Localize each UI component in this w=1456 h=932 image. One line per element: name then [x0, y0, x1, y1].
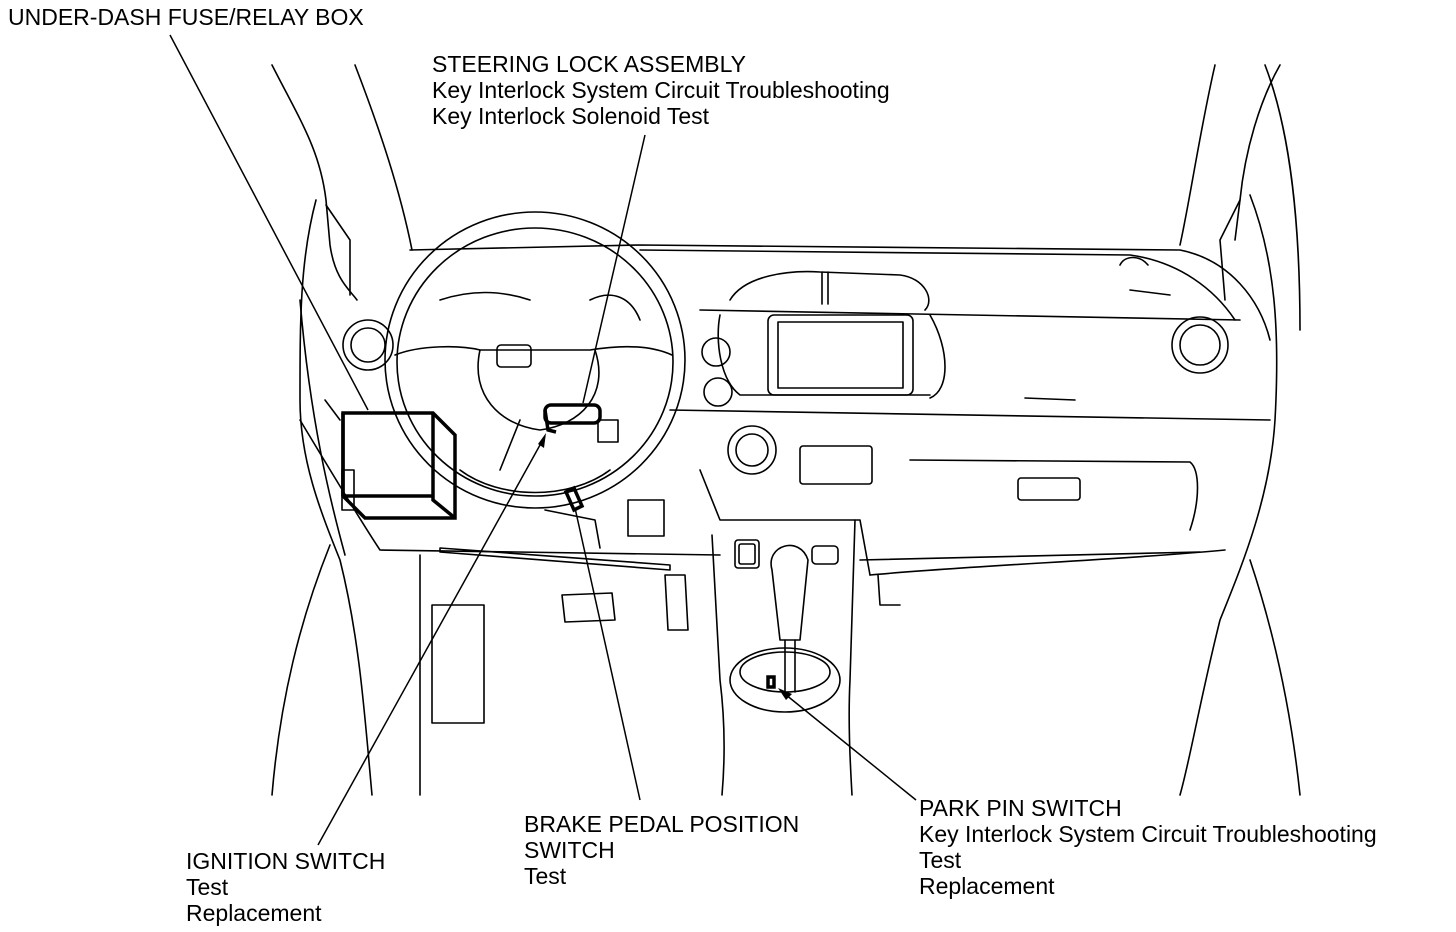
brake-pedal-title-line2: SWITCH [524, 837, 615, 863]
steering-lock-link-troubleshooting: Key Interlock System Circuit Troubleshoo… [432, 77, 890, 103]
arrowhead-park-pin [778, 688, 792, 700]
steering-lock-link-solenoid-test: Key Interlock Solenoid Test [432, 103, 710, 129]
steering-lock-label: STEERING LOCK ASSEMBLY Key Interlock Sys… [432, 51, 890, 129]
leader-brake-pedal [574, 507, 641, 801]
brake-pedal-title-line1: BRAKE PEDAL POSITION [524, 811, 800, 837]
ignition-switch-link-replacement: Replacement [186, 900, 322, 926]
leader-steering-lock [582, 134, 646, 404]
ignition-switch-label: IGNITION SWITCH Test Replacement [186, 848, 385, 926]
leader-ignition-switch [317, 435, 546, 846]
park-pin-label: PARK PIN SWITCH Key Interlock System Cir… [919, 795, 1377, 899]
park-pin-link-troubleshooting: Key Interlock System Circuit Troubleshoo… [919, 821, 1377, 847]
fuse-box-title: UNDER-DASH FUSE/RELAY BOX [8, 4, 364, 30]
arrowhead-ignition [538, 433, 546, 448]
brake-pedal-label: BRAKE PEDAL POSITION SWITCH Test [524, 811, 799, 889]
ignition-switch-title: IGNITION SWITCH [186, 848, 386, 874]
car-interior-line-art [271, 64, 1301, 796]
park-pin-title: PARK PIN SWITCH [919, 795, 1122, 821]
park-pin-link-replacement: Replacement [919, 873, 1055, 899]
ignition-switch-link-test: Test [186, 874, 229, 900]
brake-pedal-link-test: Test [524, 863, 567, 889]
steering-lock-title: STEERING LOCK ASSEMBLY [432, 51, 747, 77]
leader-lines [169, 34, 917, 846]
park-pin-link-test: Test [919, 847, 962, 873]
leader-park-pin [779, 689, 917, 801]
leader-fuse-box [169, 34, 369, 411]
fuse-box-label: UNDER-DASH FUSE/RELAY BOX [8, 4, 364, 30]
